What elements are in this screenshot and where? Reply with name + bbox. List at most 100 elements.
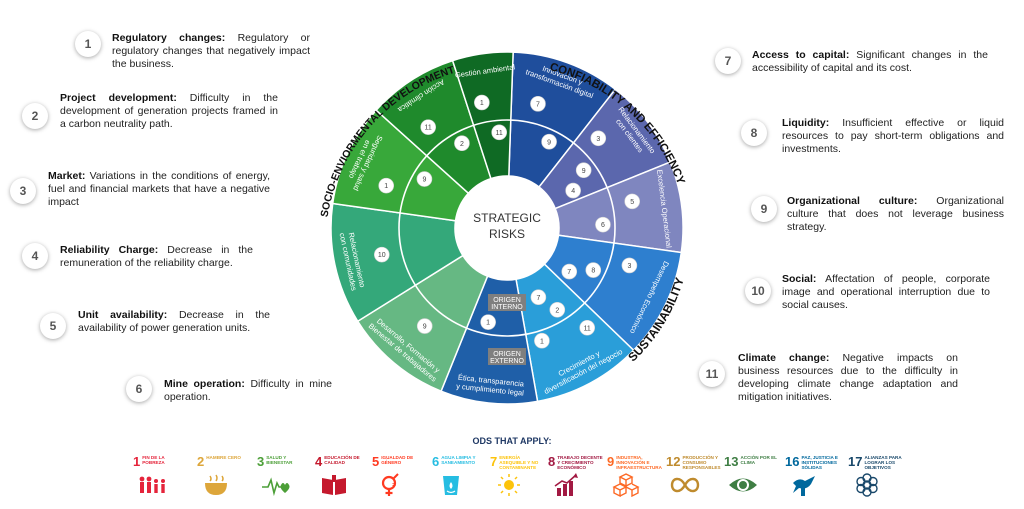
wheel-risk-dot: [621, 257, 638, 274]
wheel-risk-dot-number: 3: [596, 136, 600, 143]
wheel-risk-dot-number: 5: [630, 199, 634, 206]
risk-item-11: Climate change: Negative impacts on busi…: [738, 352, 958, 404]
risk-title: Social:: [782, 273, 817, 285]
ods-goal-number: 16: [785, 454, 800, 469]
wheel-risk-dot-number: 1: [540, 338, 544, 345]
ods-goal-number: 5: [372, 454, 380, 469]
wheel-risk-dot: [565, 182, 581, 199]
risk-title: Organizational culture:: [787, 195, 918, 207]
wheel-risk-dot: [416, 318, 433, 334]
wheel-risk-dot: [561, 263, 578, 280]
risk-desc: Difficulty in mine operation.: [164, 378, 333, 403]
wheel-risk-dot-number: 6: [601, 222, 605, 229]
strategic-risk-wheel: Innovación ytransformación digitalRelaci…: [319, 51, 687, 405]
wheel-risk-dot: [624, 193, 641, 210]
eye-earth-icon: [729, 478, 757, 492]
risk-badge-4: 4: [22, 243, 48, 269]
risk-item-8: Liquidity: Insufficient effective or liq…: [782, 117, 1004, 156]
infinity-icon: [670, 477, 700, 493]
ods-goal-label: FIN DE LA POBREZA: [142, 455, 165, 465]
risk-desc: Affectation of people, corporate image a…: [782, 273, 990, 311]
risk-item-10: Social: Affectation of people, corporate…: [782, 273, 990, 312]
risk-desc: Significant changes in the accessibility…: [752, 49, 988, 74]
wheel-risk-dot: [491, 124, 507, 141]
wheel-risk-dot: [530, 289, 547, 306]
wheel-risk-dot: [590, 130, 607, 147]
wheel-risk-dot-number: 9: [547, 139, 551, 146]
ods-title: ODS THAT APPLY:: [472, 436, 552, 446]
wheel-risk-dot-number: 11: [496, 130, 503, 137]
risk-badge-6: 6: [126, 376, 152, 402]
center-title-line2: RISKS: [489, 227, 525, 241]
wheel-risk-dot: [416, 171, 433, 187]
ods-goal-label: INDUSTRIA, INNOVACIÓN E INFRAESTRUCTURA: [616, 455, 662, 470]
wheel-risk-dot-number: 3: [627, 263, 631, 270]
ods-goal-label: TRABAJO DECENTE Y CRECIMIENTO ECONÓMICO: [557, 455, 603, 470]
wheel-risk-dot-number: 11: [425, 125, 432, 132]
wheel-risk-dot: [378, 177, 395, 194]
risk-desc: Difficulty in the development of generat…: [60, 92, 278, 130]
ods-goal-number: 2: [197, 454, 205, 469]
ods-goal-number: 17: [848, 454, 863, 469]
risk-desc: Regulatory or regulatory changes that ne…: [112, 32, 311, 70]
wheel-risk-dot-number: 1: [384, 183, 388, 190]
risk-desc: Organizational culture that does not lev…: [787, 195, 1004, 233]
risk-badge-10: 10: [745, 278, 771, 304]
risk-badge-1: 1: [75, 31, 101, 57]
wheel-risk-dot: [585, 262, 602, 278]
ods-goal-number: 1: [133, 454, 141, 469]
ods-goal-label: ENERGÍA ASEQUIBLE Y NO CONTAMINANTE: [499, 455, 539, 470]
bowl-icon: [205, 474, 227, 495]
risk-badge-2: 2: [22, 103, 48, 129]
ods-goal-number: 7: [490, 454, 498, 469]
risk-desc: Negative impacts on business resources d…: [738, 352, 958, 403]
water-icon: [443, 476, 459, 495]
risk-title: Project development:: [60, 92, 177, 104]
risk-title: Liquidity:: [782, 117, 830, 129]
ods-goal-label: PAZ, JUSTICIA E INSTITUCIONES SÓLIDAS: [801, 455, 838, 470]
wheel-risk-dot-number: 9: [582, 168, 586, 175]
wheel-risk-dot-number: 11: [584, 325, 591, 332]
dove-icon: [793, 476, 815, 496]
wheel-risk-dot-number: 10: [378, 252, 386, 259]
center-circle: [455, 176, 559, 280]
risk-desc: Decrease in the availability of power ge…: [78, 309, 270, 334]
risk-desc: Insufficient effective or liquid resourc…: [782, 117, 1004, 155]
risk-title: Market:: [48, 170, 86, 182]
wheel-risk-dot-number: 9: [423, 324, 427, 331]
wheel-risk-dot-number: 2: [555, 307, 559, 314]
risk-item-1: Regulatory changes: Regulatory or regula…: [112, 32, 310, 71]
rings-icon: [856, 473, 878, 497]
people-icon: [139, 476, 165, 493]
risk-desc: Decrease in the remuneration of the reli…: [60, 244, 253, 269]
risk-badge-5: 5: [40, 313, 66, 339]
ods-goal-label: SALUD Y BIENESTAR: [266, 455, 293, 465]
origin-interno-label: ORIGEN INTERNO: [488, 294, 526, 311]
wheel-risk-dot-number: 7: [536, 295, 540, 302]
risk-badge-11: 11: [699, 361, 725, 387]
wheel-risk-dot: [474, 94, 490, 111]
gender-icon: =: [381, 473, 399, 496]
wheel-risk-dot: [534, 332, 550, 349]
risk-title: Access to capital:: [752, 49, 850, 61]
ods-goal-label: ACCIÓN POR EL CLIMA: [740, 455, 777, 465]
risk-badge-8: 8: [741, 120, 767, 146]
ods-goal-number: 3: [257, 454, 265, 469]
wheel-risk-dot-number: 2: [460, 141, 464, 148]
risk-title: Unit availability:: [78, 309, 168, 321]
risk-title: Regulatory changes:: [112, 32, 226, 44]
ods-goal-label: ALIANZAS PARA LOGRAR LOS OBJETIVOS: [864, 455, 902, 470]
